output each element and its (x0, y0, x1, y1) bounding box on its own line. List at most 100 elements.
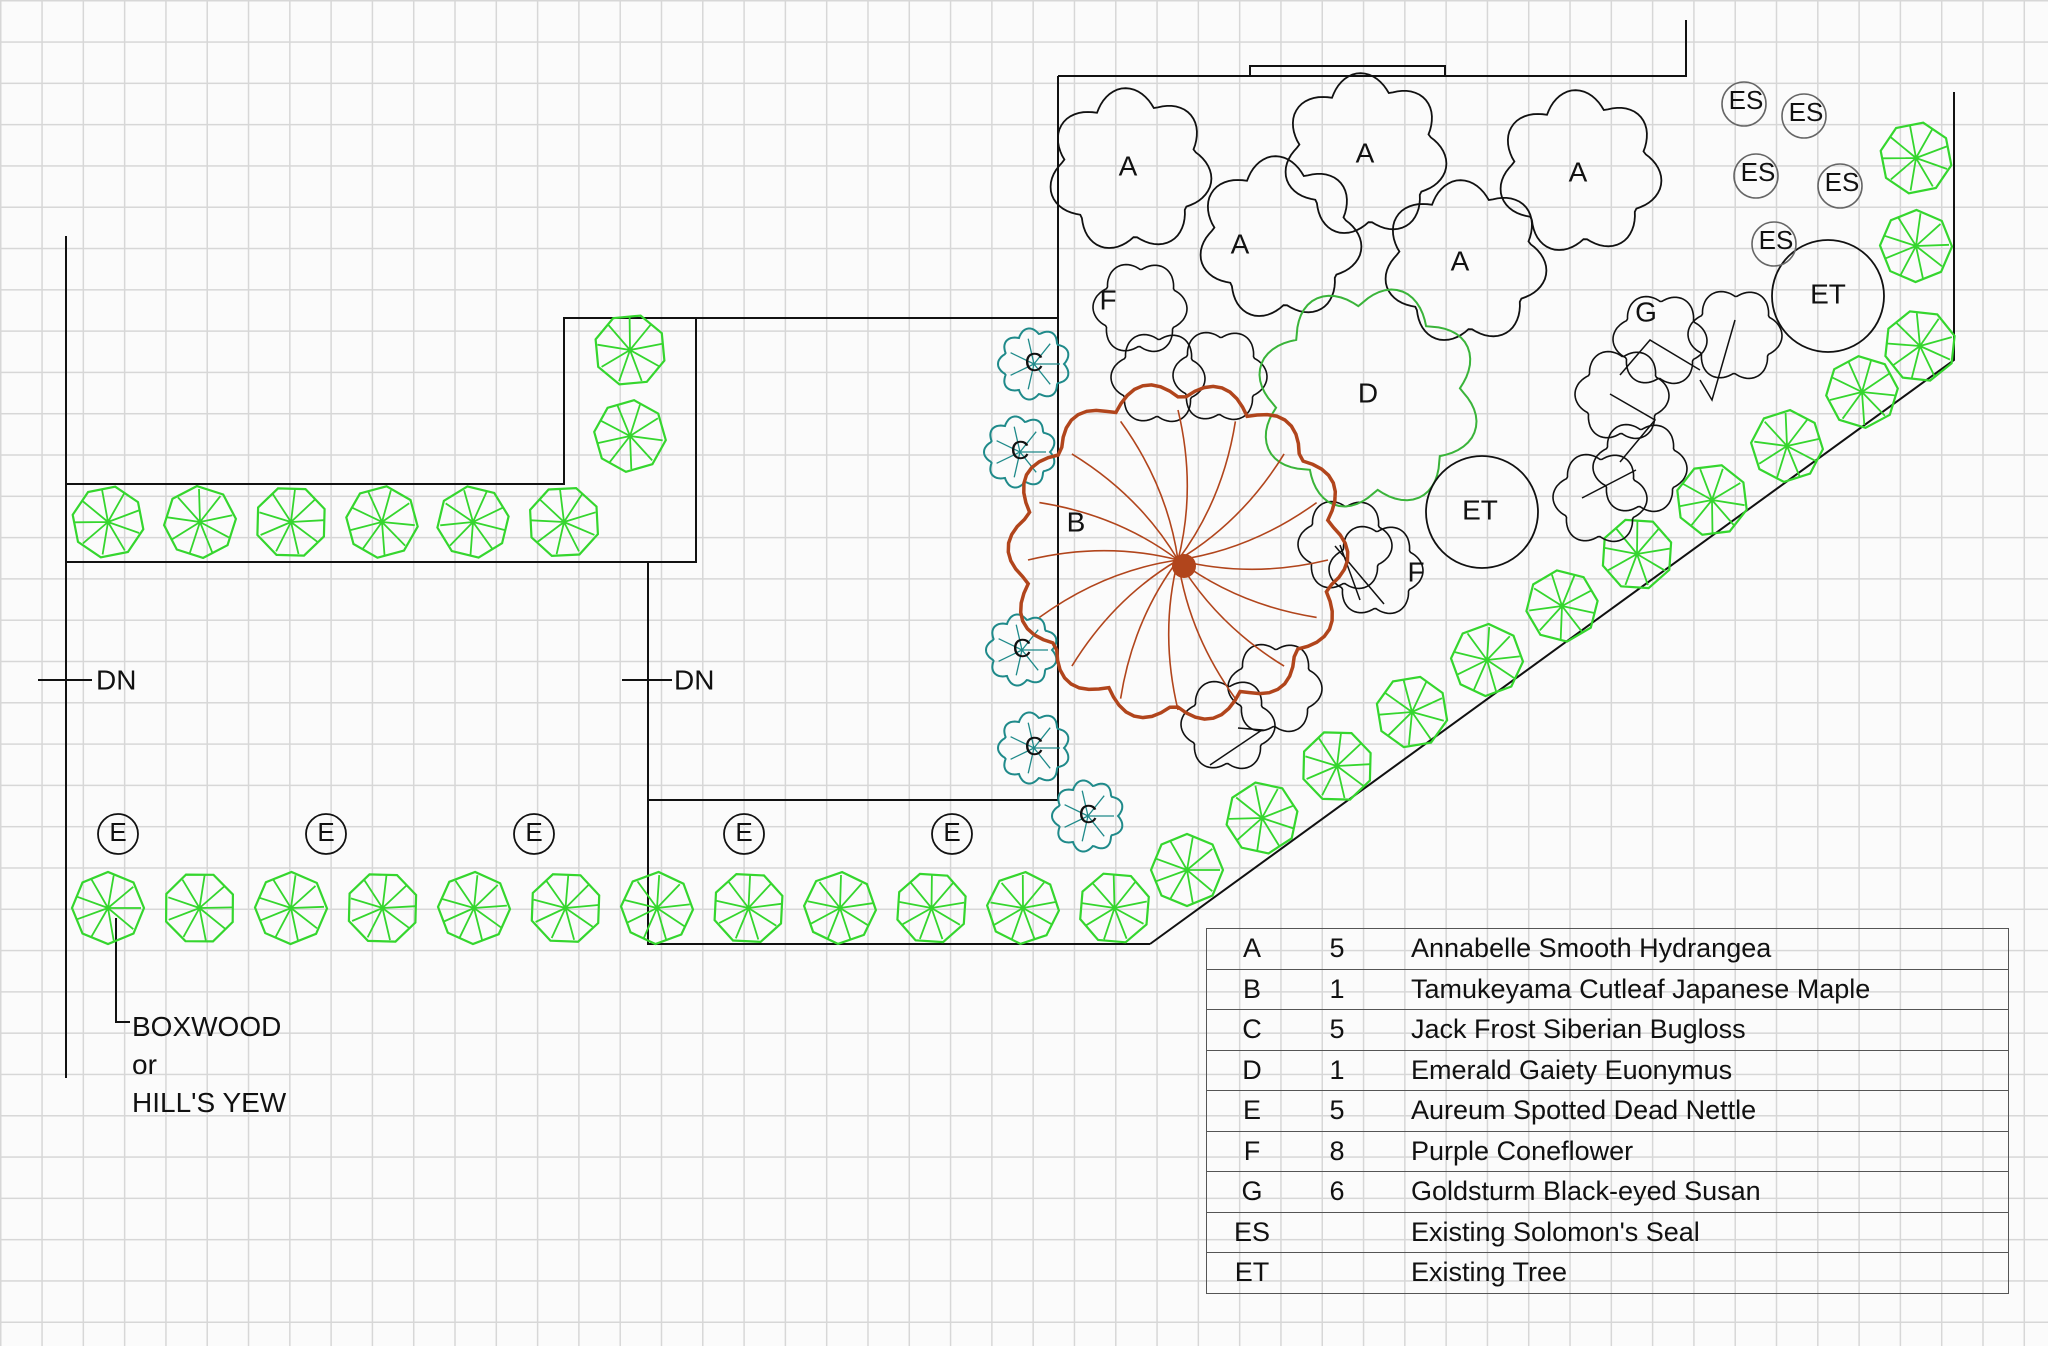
dead-nettle-circle (97, 813, 139, 855)
legend-code: E (1206, 1090, 1297, 1132)
boxwood-shrub (1449, 622, 1525, 698)
boxwood-outline (1225, 781, 1299, 855)
legend-qty (1297, 1211, 1377, 1253)
boxwood-shrub (528, 486, 600, 558)
boxwood-outline (896, 872, 967, 944)
dead-nettle-circle (931, 813, 973, 855)
bugloss-veins (1010, 338, 1060, 390)
solomons-seal-circle (1733, 153, 1779, 199)
legend-name: Jack Frost Siberian Bugloss (1377, 1009, 2009, 1051)
boxwood-shrub (594, 314, 666, 386)
boxwood-branches (1228, 785, 1294, 851)
boxwood-shrub (436, 870, 512, 946)
plant-label-f: F (1407, 556, 1424, 587)
boxwood-outline (1749, 408, 1825, 484)
boxwood-shrub (1676, 464, 1748, 536)
boxwood-branches (349, 489, 415, 555)
legend-code: F (1206, 1130, 1297, 1172)
stair-label-middle: DN (674, 664, 714, 695)
boxwood-branches (74, 489, 140, 555)
boxwood-branches (716, 874, 782, 940)
legend-qty (1297, 1252, 1377, 1294)
legend-qty: 1 (1297, 968, 1377, 1010)
plant-label-d: D (1358, 377, 1378, 408)
boxwood-shrub (347, 873, 418, 943)
boxwood-branches (530, 489, 596, 555)
bugloss-plant (1050, 779, 1124, 853)
boxwood-branches (990, 874, 1056, 940)
hydrangea-shrub (1199, 155, 1363, 317)
boxwood-shrub (896, 872, 967, 944)
boxwood-outline (802, 870, 878, 946)
boxwood-shrub (1825, 355, 1899, 429)
boxwood-shrub (985, 870, 1061, 946)
perennial-outline (1612, 295, 1708, 385)
boxwood-outline (71, 485, 145, 559)
perennial-outline (1552, 453, 1648, 543)
boxwood-branches (1155, 837, 1220, 903)
legend-name: Purple Coneflower (1377, 1130, 2009, 1172)
plant-label-e: E (735, 817, 752, 847)
boxwood-outline (162, 484, 238, 560)
boxwood-shrub (802, 870, 878, 946)
plant-label-et: ET (1462, 494, 1498, 525)
boxwood-branches (898, 874, 965, 940)
boxwood-outline (594, 314, 666, 386)
boxwood-outline (1884, 310, 1956, 382)
solomons-seal-circle (1751, 221, 1797, 267)
legend-name: Emerald Gaiety Euonymus (1377, 1049, 2009, 1091)
dead-nettle-circle (513, 813, 555, 855)
boxwood-shrub (162, 484, 238, 560)
boxwood-outline (713, 872, 784, 944)
boxwood-branches (168, 875, 233, 941)
bugloss-veins (1064, 790, 1114, 842)
plant-label-e: E (525, 817, 542, 847)
boxwood-shrub (619, 870, 695, 946)
boxwood-outline (1525, 569, 1599, 643)
legend-name: Goldsturm Black-eyed Susan (1377, 1171, 2009, 1213)
boxwood-shrub (71, 485, 145, 559)
boxwood-outline (1879, 121, 1953, 195)
house-top-wall (1058, 20, 1687, 77)
bugloss-veins (998, 624, 1048, 676)
perennial-outline (1328, 525, 1424, 615)
plant-label-b: B (1067, 506, 1086, 537)
boxwood-shrub (1601, 518, 1673, 590)
boxwood-branches (350, 875, 416, 941)
boxwood-branches (597, 404, 663, 470)
boxwood-outline (593, 399, 667, 473)
plant-label-es: ES (1789, 97, 1824, 127)
boxwood-shrub (713, 872, 784, 944)
boxwood-shrub (1079, 872, 1150, 944)
boxwood-branches (624, 875, 690, 940)
boxwood-shrub (345, 485, 419, 559)
plant-label-c: C (1025, 347, 1044, 377)
legend-qty: 5 (1297, 928, 1377, 970)
solomons-seal-circle (1781, 93, 1827, 139)
legend-qty: 5 (1297, 1090, 1377, 1132)
boxwood-outline (1825, 355, 1899, 429)
plant-label-e: E (317, 817, 334, 847)
boxwood-outline (347, 873, 418, 943)
boxwood-branches (76, 875, 141, 941)
boxwood-outline (985, 870, 1061, 946)
japanese-maple-branches (1027, 409, 1329, 711)
perennial-outline (1172, 331, 1268, 421)
bugloss-veins (1010, 722, 1060, 774)
legend-name: Existing Solomon's Seal (1377, 1211, 2009, 1253)
boxwood-outline (530, 873, 601, 943)
plant-label-et: ET (1810, 278, 1846, 309)
boxwood-branches (442, 875, 507, 941)
stair-label-left: DN (96, 664, 136, 695)
plant-label-c: C (1025, 731, 1044, 761)
plant-label-e: E (943, 817, 960, 847)
boxwood-leader (115, 918, 130, 1023)
boxwood-branches (1882, 125, 1948, 191)
boxwood-shrub (1884, 310, 1956, 382)
bugloss-veins (996, 426, 1046, 478)
boxwood-branches (259, 489, 325, 555)
